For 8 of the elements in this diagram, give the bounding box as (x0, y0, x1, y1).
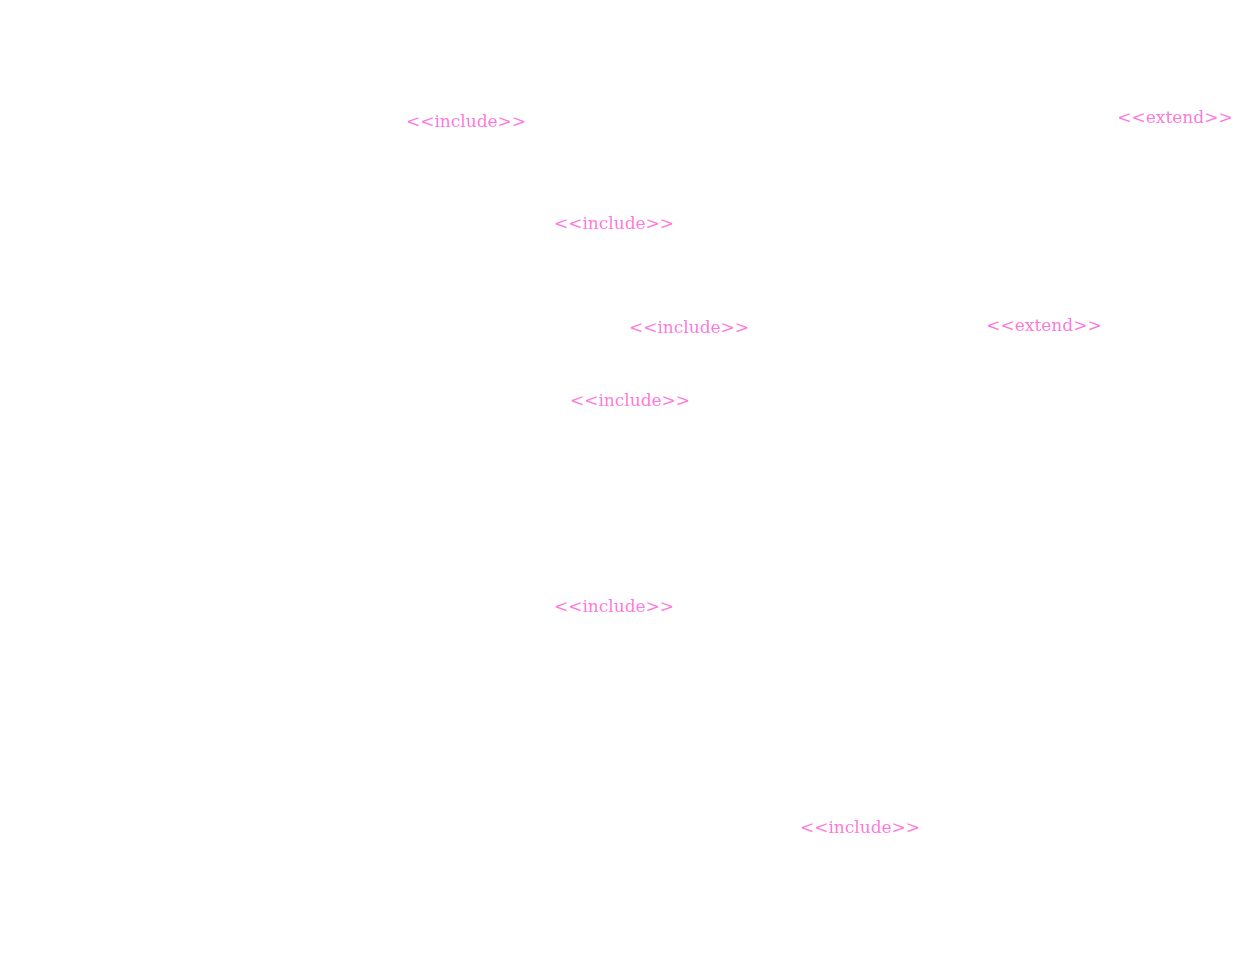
stereotype-label: <<include>> (405, 111, 527, 131)
stereotype-label: <<include>> (553, 596, 675, 616)
stereotype-label: <<include>> (799, 817, 921, 837)
stereotype-label: <<include>> (553, 213, 675, 233)
stereotype-label: <<extend>> (1117, 107, 1233, 127)
stereotype-label: <<include>> (628, 317, 750, 337)
stereotype-label: <<include>> (569, 390, 691, 410)
stereotype-label: <<extend>> (986, 315, 1102, 335)
